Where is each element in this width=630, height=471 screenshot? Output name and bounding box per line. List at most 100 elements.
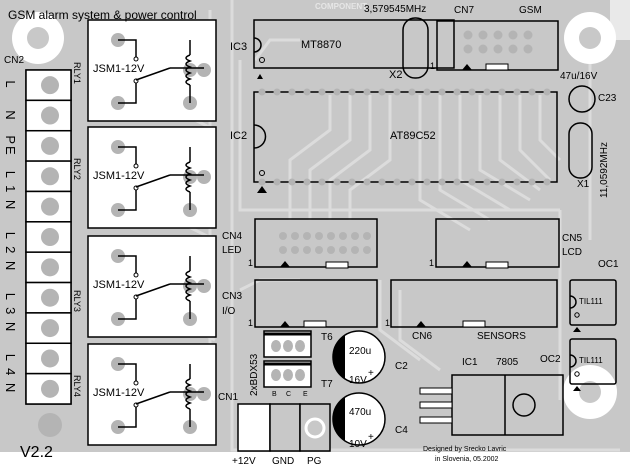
header-pad [339,232,347,240]
header-pad [315,232,323,240]
header-pad [279,246,287,254]
cn2-pad [41,136,59,155]
oc1-ref: OC1 [598,259,619,270]
ic-pin-pad [483,88,491,96]
header-pad [523,44,533,54]
header-pad [463,30,473,40]
ic-pin-pad [258,178,266,186]
c23-capacitor [568,85,596,113]
ic-pin-pad [378,88,386,96]
c2-plus: + [368,368,374,379]
header-pad [363,232,371,240]
header-pad [291,232,299,240]
c2-voltage: 16V [349,375,367,386]
header-pad [339,246,347,254]
board-edge-corner [610,0,630,40]
relay-part-label: JSM1-12V [93,63,145,75]
ic-pin-pad [438,178,446,186]
version-label: V2.2 [20,444,53,461]
header-pad [523,30,533,40]
cn6-pin1: 1 [385,318,391,328]
header-pad [508,30,518,40]
header-pad [291,246,299,254]
ic-pin-pad [348,178,356,186]
relays [87,19,217,446]
header-pad [315,246,323,254]
cn7-header [436,20,559,71]
header-pad [508,44,518,54]
cn2-pad [41,197,59,216]
oc2-ref: OC2 [540,354,561,365]
cn2-pad [41,319,59,338]
ic1-regulator [419,374,564,436]
c4-capacitor [332,392,386,446]
ic1-ref: IC1 [462,357,478,368]
c4-value: 470u [349,407,372,418]
ic-pin-pad [318,178,326,186]
cn5-header [435,218,560,269]
ic-pin-pad [303,88,311,96]
cn2-pad [41,76,59,95]
c23-value: 47u/16V [560,71,598,82]
x2-crystal [402,17,429,79]
cn2-cell [25,372,72,405]
ic-pin-pad [543,178,551,186]
header-pad [493,44,503,54]
credit-line-1: Designed by Srecko Lavric [423,446,507,453]
layer-label: COMPONENT [315,2,367,11]
header-pad [351,246,359,254]
x1-freq: 11,0592MHz [599,142,610,198]
ic2-chip [253,88,558,193]
oc1-part: TIL111 [579,297,603,306]
ic-pin-pad [333,178,341,186]
ic3-ref: IC3 [230,41,248,53]
ic-pin-pad [543,88,551,96]
cn2-terminal-label: PE [3,135,18,157]
cn5-name: LCD [562,247,583,258]
transistors-t6-t7 [263,330,312,388]
cn2-pad [41,258,59,277]
board-edge-bottom [0,452,630,471]
t6-ref: T6 [321,332,333,343]
cn2-terminal-label: L [3,80,18,90]
ic-pin-pad [363,178,371,186]
cn2-terminal-label: N [3,109,18,122]
relay-part-label: JSM1-12V [93,170,145,182]
ic-pin-pad [288,88,296,96]
ic-pin-pad [303,178,311,186]
ic-pin-pad [348,88,356,96]
c4-plus: + [368,432,374,443]
oc2-chip [569,338,617,391]
ic-pin-pad [393,88,401,96]
credit-line-2: in Slovenia, 05.2002 [435,456,499,463]
relay-3 [87,235,217,338]
copper-traces [173,0,620,452]
cn3-ref: CN3 [222,291,243,302]
ic-pin-pad [408,88,416,96]
ic-pin-pad [513,88,521,96]
ic-pin-pad [483,178,491,186]
ic-pin-pad [423,178,431,186]
ic2-ref: IC2 [230,130,248,142]
ic3-part: MT8870 [301,39,342,51]
cn2-terminal-label: L 1 N [3,171,18,212]
ic-pin-pad [468,88,476,96]
relay-ref-label: RLY4 [72,375,82,397]
cn2-terminal-label: L 2 N [3,231,18,273]
board-title: GSM alarm system & power control [8,8,197,22]
cn4-name: LED [222,245,242,256]
cn1-pin-pg: PG [307,456,322,467]
ic-pin-pad [468,178,476,186]
ic-pin-pad [333,88,341,96]
cn3-header [254,279,378,328]
ic-pin-pad [513,178,521,186]
x1-ref: X1 [577,179,590,190]
ic-pin-pad [288,178,296,186]
oc1-chip [569,279,617,332]
c4-ref: C4 [395,425,408,436]
c4-voltage: 10V [349,439,367,450]
relay-ref-label: RLY3 [72,290,82,312]
header-pad [463,44,473,54]
c2-value: 220u [349,346,372,357]
